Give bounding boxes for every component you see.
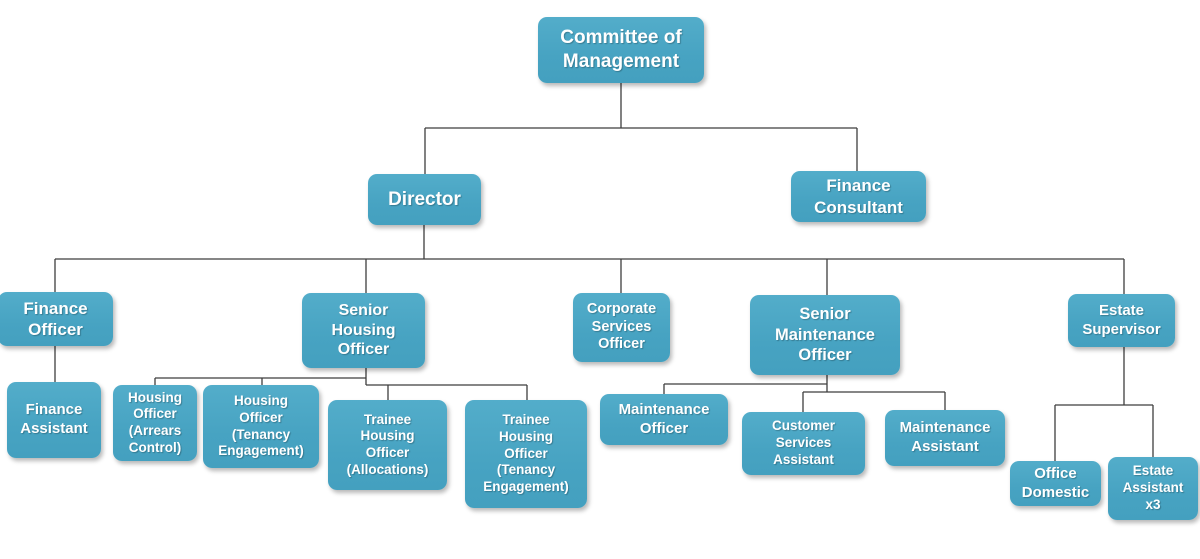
org-node-director: Director — [368, 174, 481, 225]
org-node-finance-assistant: Finance Assistant — [7, 382, 101, 458]
org-node-label: Finance Consultant — [814, 176, 903, 217]
org-node-estate-assistant-x3: Estate Assistant x3 — [1108, 457, 1198, 520]
org-node-label: Office Domestic — [1021, 464, 1090, 501]
org-node-label: Director — [388, 188, 461, 210]
org-node-trainee-housing-officer-tenancy-engagement: Trainee Housing Officer (Tenancy Engagem… — [465, 400, 587, 508]
org-node-label: Trainee Housing Officer (Tenancy Engagem… — [483, 412, 569, 495]
org-node-label: Housing Officer (Tenancy Engagement) — [218, 393, 304, 459]
org-node-corporate-services-officer: Corporate Services Officer — [573, 293, 670, 362]
org-node-label: Estate Supervisor — [1082, 301, 1161, 338]
org-node-label: Customer Services Assistant — [771, 418, 835, 467]
org-node-housing-officer-tenancy-engagement: Housing Officer (Tenancy Engagement) — [203, 385, 319, 468]
org-node-label: Maintenance Assistant — [899, 419, 991, 455]
org-node-label: Trainee Housing Officer (Allocations) — [346, 411, 429, 477]
org-node-customer-services-assistant: Customer Services Assistant — [742, 412, 865, 475]
org-node-label: Finance Assistant — [20, 401, 88, 437]
org-node-label: Estate Assistant x3 — [1122, 463, 1184, 512]
org-node-senior-maintenance-officer: Senior Maintenance Officer — [750, 295, 900, 375]
org-node-finance-officer: Finance Officer — [0, 292, 113, 346]
org-node-label: Maintenance Officer — [618, 400, 710, 437]
org-node-label: Corporate Services Officer — [586, 300, 657, 353]
org-node-label: Senior Maintenance Officer — [775, 305, 875, 365]
connector-level2 — [54, 225, 1125, 295]
org-node-label: Housing Officer (Arrears Control) — [128, 389, 182, 455]
connector-housing-branch — [154, 368, 528, 400]
org-node-housing-officer-arrears-control: Housing Officer (Arrears Control) — [113, 385, 197, 461]
org-node-office-domestic: Office Domestic — [1010, 461, 1101, 506]
connector-maintenance-branch — [663, 375, 946, 412]
org-node-finance-consultant: Finance Consultant — [791, 171, 926, 222]
connector-level1 — [424, 83, 858, 174]
org-node-senior-housing-officer: Senior Housing Officer — [302, 293, 425, 368]
org-node-committee-of-management: Committee of Management — [538, 17, 704, 83]
org-node-maintenance-officer: Maintenance Officer — [600, 394, 728, 445]
org-node-label: Finance Officer — [23, 298, 88, 339]
org-node-label: Senior Housing Officer — [331, 301, 396, 359]
org-node-maintenance-assistant: Maintenance Assistant — [885, 410, 1005, 466]
org-node-trainee-housing-officer-allocations: Trainee Housing Officer (Allocations) — [328, 400, 447, 490]
org-node-label: Committee of Management — [560, 27, 682, 72]
org-node-estate-supervisor: Estate Supervisor — [1068, 294, 1175, 347]
connector-estate-branch — [1054, 347, 1154, 461]
